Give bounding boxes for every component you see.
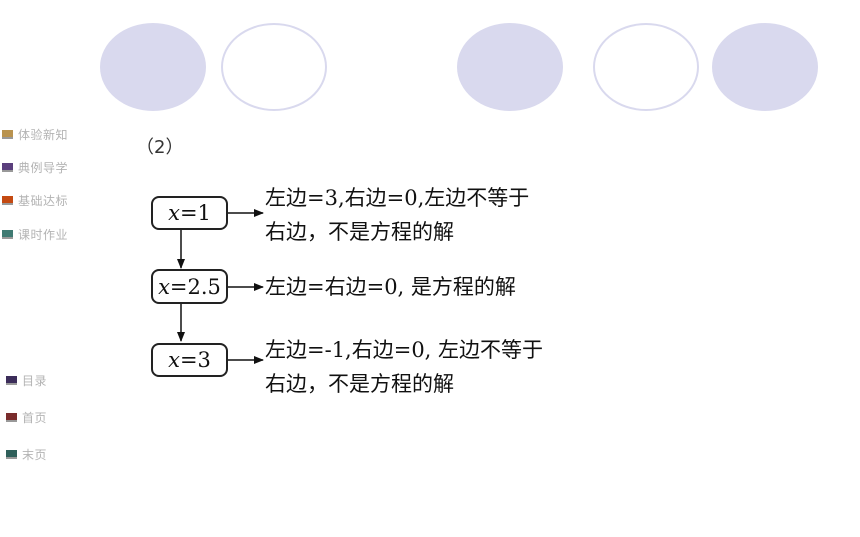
step-result: 左边=-1,右边=0, 左边不等于 右边，不是方程的解 xyxy=(265,333,543,401)
sidebar-item-label: 课时作业 xyxy=(18,227,69,242)
step-result-line: 左边=-1,右边=0, 左边不等于 xyxy=(265,338,544,362)
step-box: x=2.5 xyxy=(151,269,228,304)
square-icon xyxy=(2,162,13,172)
square-icon xyxy=(6,449,17,459)
sidebar-item-basics[interactable]: 基础达标 xyxy=(2,192,68,208)
sidebar-item-homework[interactable]: 课时作业 xyxy=(2,226,68,242)
step-result-line: 右边，不是方程的解 xyxy=(265,220,454,244)
sidebar-item-examples[interactable]: 典例导学 xyxy=(2,159,68,175)
sidebar-item-label: 典例导学 xyxy=(18,160,69,175)
step-value: =3 xyxy=(179,348,211,372)
sidebar-item-label: 首页 xyxy=(22,410,48,425)
step-result-line: 右边，不是方程的解 xyxy=(265,372,454,396)
square-icon xyxy=(6,375,17,385)
step-variable: x xyxy=(168,201,180,225)
square-icon xyxy=(2,229,13,239)
part-label: （2） xyxy=(136,137,184,158)
step-box: x=1 xyxy=(151,196,228,230)
sidebar-item-label: 基础达标 xyxy=(18,193,69,208)
sidebar-item-last-page[interactable]: 末页 xyxy=(6,446,47,462)
sidebar-item-contents[interactable]: 目录 xyxy=(6,372,47,388)
sidebar-item-home[interactable]: 首页 xyxy=(6,409,47,425)
step-box: x=3 xyxy=(151,343,228,377)
step-result-line: 左边=3,右边=0,左边不等于 xyxy=(265,186,530,210)
sidebar-item-label: 目录 xyxy=(22,373,48,388)
decorative-circle xyxy=(457,23,563,111)
sidebar-item-label: 末页 xyxy=(22,447,48,462)
step-variable: x xyxy=(158,274,170,299)
sidebar-item-experience[interactable]: 体验新知 xyxy=(2,126,68,142)
step-value: =2.5 xyxy=(169,274,221,299)
step-value: =1 xyxy=(179,201,211,225)
step-result-line: 左边=右边=0, 是方程的解 xyxy=(265,275,516,299)
decorative-circle xyxy=(100,23,206,111)
decorative-circle xyxy=(593,23,699,111)
decorative-circle xyxy=(221,23,327,111)
decorative-circle xyxy=(712,23,818,111)
square-icon xyxy=(6,412,17,422)
step-variable: x xyxy=(168,348,180,372)
step-result: 左边=3,右边=0,左边不等于 右边，不是方程的解 xyxy=(265,181,529,249)
square-icon xyxy=(2,129,13,139)
step-result: 左边=右边=0, 是方程的解 xyxy=(265,270,516,304)
sidebar-item-label: 体验新知 xyxy=(18,127,69,142)
square-icon xyxy=(2,195,13,205)
